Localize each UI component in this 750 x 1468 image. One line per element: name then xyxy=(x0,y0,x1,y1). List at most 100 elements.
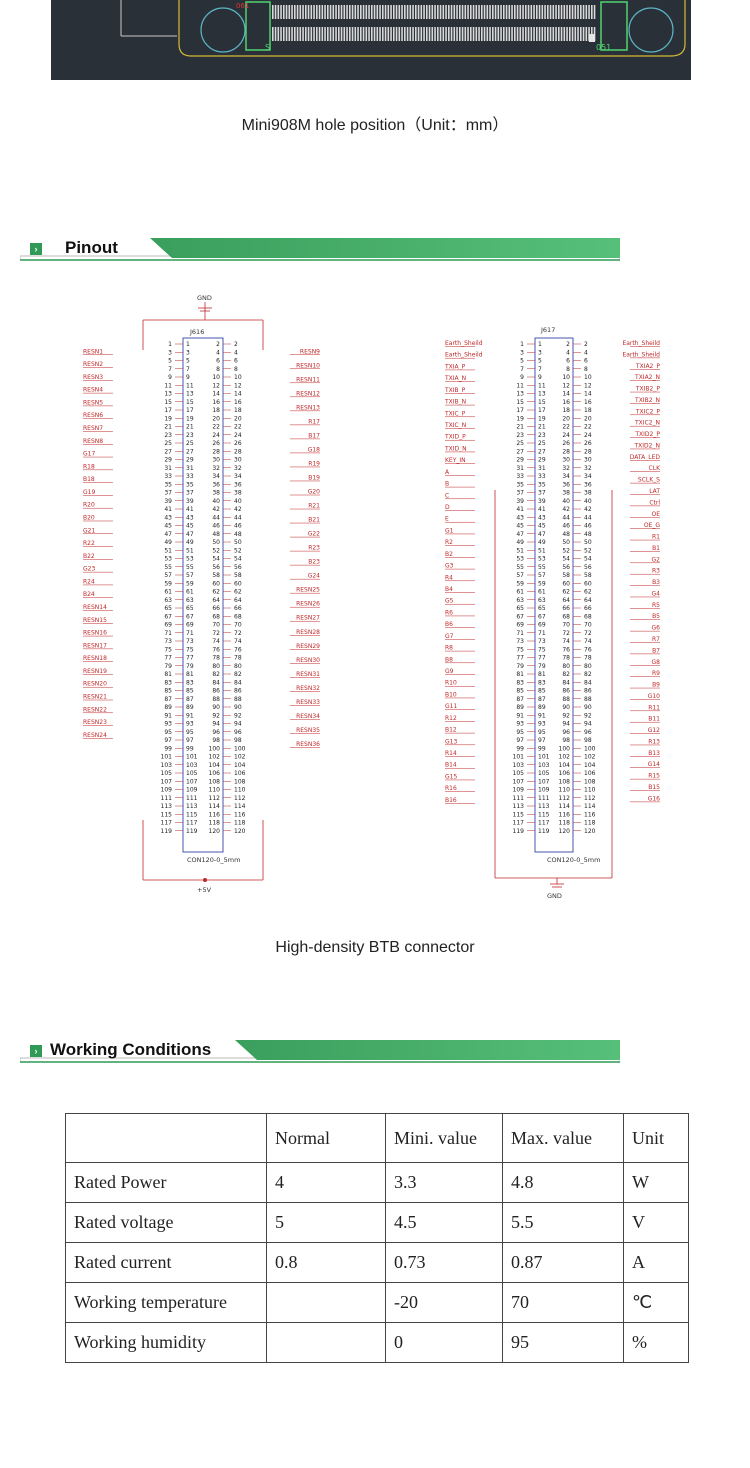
board-pad xyxy=(310,27,313,41)
pin-number-outer: 48 xyxy=(584,531,592,538)
pin-number-outer: 37 xyxy=(164,490,172,497)
pin-number-inner: 94 xyxy=(212,721,220,728)
pin-number-inner: 30 xyxy=(212,457,220,464)
pin-number-inner: 92 xyxy=(562,712,570,719)
pin-number-inner: 81 xyxy=(186,671,194,678)
net-label: G10 xyxy=(648,693,660,700)
pin-number-inner: 29 xyxy=(538,457,546,464)
pin-number-outer: 84 xyxy=(584,679,592,686)
pin-number-outer: 51 xyxy=(164,547,172,554)
pin-number-outer: 100 xyxy=(584,745,596,752)
net-label: R15 xyxy=(648,773,660,780)
pin-number-inner: 119 xyxy=(538,828,550,835)
pin-number-inner: 75 xyxy=(538,646,546,653)
net-label: G14 xyxy=(648,761,660,768)
pin-number-outer: 109 xyxy=(161,787,173,794)
pin-number-inner: 34 xyxy=(562,473,570,480)
pin-number-outer: 98 xyxy=(234,737,242,744)
pin-number-inner: 83 xyxy=(538,679,546,686)
pin-number-outer: 19 xyxy=(164,415,172,422)
pin-number-inner: 42 xyxy=(212,506,220,513)
pin-number-inner: 9 xyxy=(538,374,542,381)
pin-number-inner: 25 xyxy=(538,440,546,447)
pin-number-outer: 43 xyxy=(516,514,524,521)
pin-number-inner: 69 xyxy=(186,622,194,629)
board-pad xyxy=(420,27,423,41)
pin-number-outer: 34 xyxy=(584,473,592,480)
pin-number-inner: 17 xyxy=(538,407,546,414)
pin-number-inner: 38 xyxy=(212,490,220,497)
pin-number-inner: 66 xyxy=(212,605,220,612)
net-label: B10 xyxy=(445,691,457,698)
board-label-left: S xyxy=(265,43,270,52)
net-label: TXID2_P xyxy=(634,431,660,438)
board-pad xyxy=(494,5,497,19)
net-label: G7 xyxy=(445,633,454,640)
pin-number-inner: 31 xyxy=(538,465,546,472)
chevron-right-icon: › xyxy=(30,1045,42,1057)
board-pad xyxy=(497,27,500,41)
pin-number-outer: 105 xyxy=(161,770,173,777)
board-pad xyxy=(437,5,439,19)
net-label: R9 xyxy=(652,670,660,677)
board-pad xyxy=(492,5,494,19)
pin-number-inner: 106 xyxy=(209,770,221,777)
board-pad xyxy=(291,5,293,19)
board-pad xyxy=(299,27,302,41)
pin-number-inner: 48 xyxy=(212,531,220,538)
pin-number-inner: 71 xyxy=(186,630,194,637)
board-pad xyxy=(277,5,280,19)
pin-number-inner: 43 xyxy=(538,514,546,521)
pin-number-outer: 62 xyxy=(584,589,592,596)
pin-number-inner: 57 xyxy=(538,572,546,579)
pin-number-outer: 113 xyxy=(513,803,525,810)
net-label: TXID2_N xyxy=(634,442,660,449)
net-label: LAT xyxy=(649,488,660,495)
pin-number-inner: 107 xyxy=(186,778,198,785)
board-label-right: 051 xyxy=(596,43,611,52)
board-pad xyxy=(483,27,486,41)
pin-number-inner: 5 xyxy=(186,358,190,365)
pin-number-inner: 118 xyxy=(559,820,571,827)
net-label: RESN30 xyxy=(296,657,320,664)
board-pad xyxy=(338,27,340,41)
pin-number-outer: 26 xyxy=(234,440,242,447)
pin-number-inner: 22 xyxy=(562,424,570,431)
pin-number-outer: 102 xyxy=(584,754,596,761)
pinout-section-header: › Pinout xyxy=(20,236,620,262)
pin-number-outer: 8 xyxy=(584,366,588,373)
pin-number-inner: 12 xyxy=(212,382,220,389)
pin-number-outer: 54 xyxy=(234,556,242,563)
table-cell: 70 xyxy=(502,1282,624,1323)
board-pad xyxy=(536,5,538,19)
pin-number-outer: 29 xyxy=(164,457,172,464)
pin-number-inner: 39 xyxy=(538,498,546,505)
net-label: RESN8 xyxy=(83,438,103,445)
net-label: B17 xyxy=(308,432,320,439)
pin-number-inner: 20 xyxy=(212,415,220,422)
net-label: R24 xyxy=(83,578,95,585)
board-pad xyxy=(288,27,291,41)
net-label: B7 xyxy=(652,647,660,654)
pin-number-outer: 31 xyxy=(516,465,524,472)
pin-number-outer: 114 xyxy=(584,803,596,810)
pin-number-inner: 80 xyxy=(562,663,570,670)
pin-number-outer: 101 xyxy=(513,754,525,761)
pin-number-outer: 46 xyxy=(584,523,592,530)
board-pad xyxy=(305,27,307,41)
board-pad xyxy=(522,5,524,19)
board-pad xyxy=(343,27,346,41)
board-pad xyxy=(274,5,277,19)
pin-number-inner: 41 xyxy=(186,506,194,513)
pin-number-outer: 67 xyxy=(516,613,524,620)
net-label: B14 xyxy=(445,762,457,769)
net-label: RESN19 xyxy=(83,668,107,675)
table-cell xyxy=(266,1282,386,1323)
pin-number-outer: 118 xyxy=(234,820,246,827)
board-pad xyxy=(434,5,436,19)
pin-number-outer: 47 xyxy=(164,531,172,538)
net-label: B19 xyxy=(308,474,320,481)
board-pad xyxy=(415,27,417,41)
pin-number-inner: 15 xyxy=(186,399,194,406)
